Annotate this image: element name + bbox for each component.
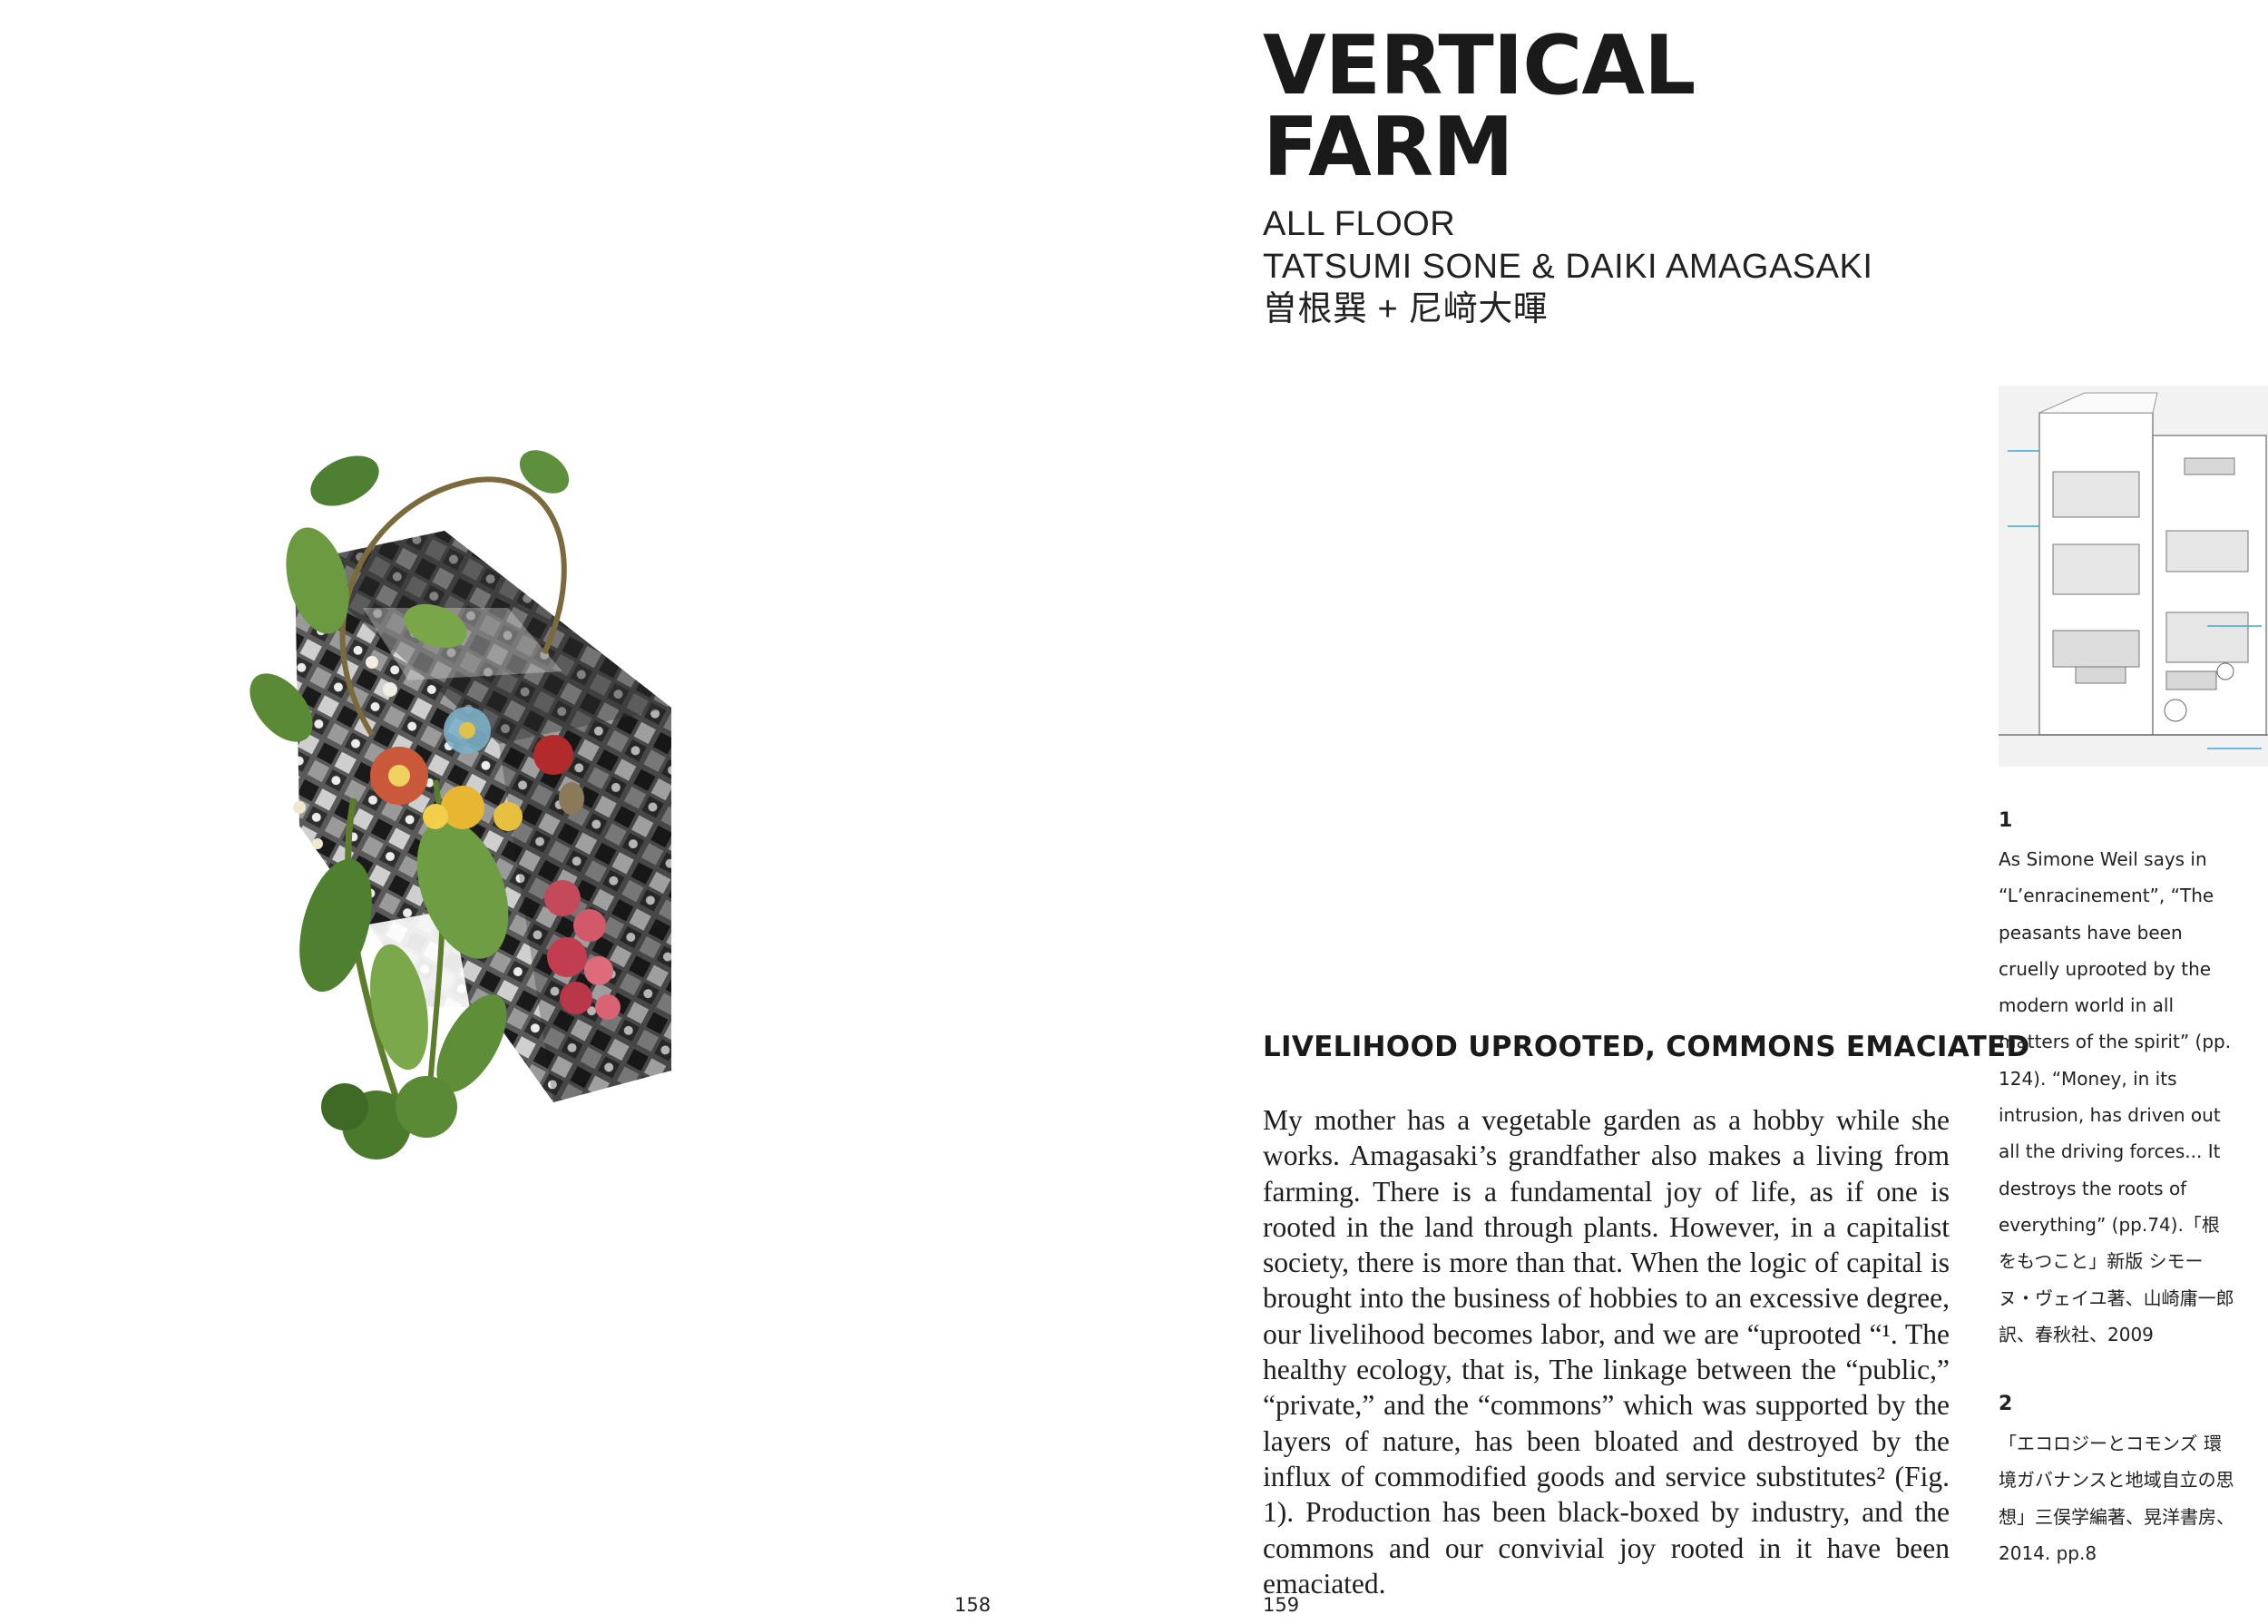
page-number-left: 158 [954,1594,992,1616]
footnote-2-number: 2 [1999,1393,2013,1415]
body-paragraph: My mother has a vegetable garden as a ho… [1263,1104,1950,1600]
authors: TATSUMI SONE & DAIKI AMAGASAKI [1263,248,1873,286]
plant-mall-collage-illustration [249,450,671,1159]
footnote-1-number: 1 [1999,809,2013,832]
title-line-2: FARM [1263,100,1514,195]
left-page: 158 [249,450,992,1616]
right-page: VERTICAL FARM ALL FLOOR TATSUMI SONE & D… [1134,0,2268,1624]
page-number-right: 159 [1263,1594,1300,1616]
article-meta: ALL FLOOR TATSUMI SONE & DAIKI AMAGASAKI… [1263,203,1872,331]
building-elevation-figure [1999,386,2268,767]
subtitle: ALL FLOOR [1263,205,1456,243]
footnote-2-text: 「エコロジーとコモンズ 環境ガバナンスと地域自立の思想」三俣学編著、晃洋書房、2… [1999,1433,2234,1564]
section-heading: LIVELIHOOD UPROOTED, COMMONS EMACIATED [1263,1031,2030,1063]
title-line-1: VERTICAL [1263,18,1696,113]
article-title: VERTICAL FARM [1263,18,1696,195]
footnote-1-text: As Simone Weil says in “L’enracinement”,… [1999,848,2234,1345]
authors-japanese: 曽根巽 + 尼﨑大暉 [1263,290,1549,328]
